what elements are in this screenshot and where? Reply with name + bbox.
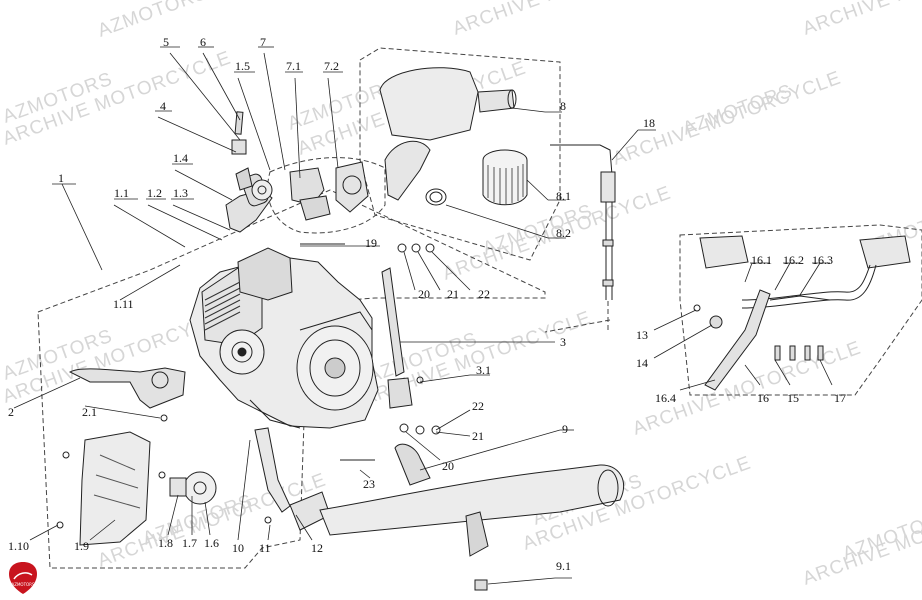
callout-1-3: 1.3 bbox=[173, 186, 188, 200]
callout-5: 5 bbox=[163, 35, 169, 49]
callout-16-4: 16.4 bbox=[655, 391, 676, 405]
bolts-17 bbox=[774, 345, 824, 361]
callout-23: 23 bbox=[363, 477, 375, 491]
exhaust-bracket bbox=[394, 443, 431, 486]
callout-22b: 22 bbox=[472, 399, 484, 413]
footrest-bar bbox=[741, 264, 871, 301]
callout-1-11: 1.11 bbox=[113, 297, 134, 311]
fuel-tap bbox=[550, 144, 616, 300]
carb-float-bowl bbox=[299, 195, 331, 221]
callout-15: 15 bbox=[787, 391, 799, 405]
logo-text: AZMOTORS bbox=[12, 582, 35, 587]
leader-lines bbox=[13, 46, 833, 585]
header-pipe bbox=[254, 427, 291, 513]
callout-1: 1 bbox=[58, 171, 64, 185]
callout-8-2: 8.2 bbox=[556, 226, 571, 240]
callout-20b: 20 bbox=[442, 459, 454, 473]
callout-7-1: 7.1 bbox=[286, 59, 301, 73]
callout-1-1: 1.1 bbox=[114, 186, 129, 200]
brand-logo: AZMOTORS bbox=[9, 562, 37, 594]
callout-16-1: 16.1 bbox=[751, 253, 772, 267]
callout-14: 14 bbox=[636, 356, 648, 370]
callout-1-5: 1.5 bbox=[235, 59, 250, 73]
air-filter-element bbox=[482, 149, 528, 206]
exhaust-system bbox=[254, 427, 625, 591]
drive-sprocket bbox=[183, 471, 217, 505]
callout-7-2: 7.2 bbox=[324, 59, 339, 73]
stand-parts bbox=[699, 235, 911, 391]
drive-parts bbox=[79, 431, 217, 546]
callout-1-2: 1.2 bbox=[147, 186, 162, 200]
stand-spring bbox=[769, 295, 831, 301]
callout-22a: 22 bbox=[478, 287, 490, 301]
footpeg-left bbox=[699, 235, 749, 269]
gear-shift-lever bbox=[68, 367, 186, 409]
heat-shield-mount bbox=[465, 511, 489, 557]
callout-3: 3 bbox=[560, 335, 566, 349]
callout-16: 16 bbox=[757, 391, 769, 405]
intake-parts bbox=[225, 111, 369, 233]
callout-21b: 21 bbox=[472, 429, 484, 443]
callout-10: 10 bbox=[232, 541, 244, 555]
callout-16-2: 16.2 bbox=[783, 253, 804, 267]
cylinder-fins bbox=[204, 281, 241, 331]
callout-11: 11 bbox=[259, 541, 271, 555]
air-filter-parts bbox=[379, 67, 528, 206]
sprocket-cover bbox=[79, 431, 151, 546]
spark-cap bbox=[235, 167, 253, 191]
footpeg-right bbox=[859, 235, 911, 269]
callout-1-10: 1.10 bbox=[8, 539, 29, 553]
side-stand bbox=[704, 289, 771, 391]
callout-2: 2 bbox=[8, 405, 14, 419]
valve-bolt bbox=[234, 111, 244, 135]
callout-8-1: 8.1 bbox=[556, 189, 571, 203]
air-box bbox=[379, 67, 479, 141]
callout-1-7: 1.7 bbox=[182, 536, 197, 550]
callout-1-6: 1.6 bbox=[204, 536, 219, 550]
callout-1-9: 1.9 bbox=[74, 539, 89, 553]
exhaust-nut bbox=[474, 579, 488, 591]
sprocket-plate bbox=[169, 477, 187, 497]
callout-3-1: 3.1 bbox=[476, 363, 491, 377]
callout-8: 8 bbox=[560, 99, 566, 113]
callout-21a: 21 bbox=[447, 287, 459, 301]
stand-group-outline bbox=[679, 224, 922, 396]
clamp-part bbox=[231, 139, 247, 155]
fasteners bbox=[56, 243, 701, 529]
callout-7: 7 bbox=[260, 35, 266, 49]
callout-9: 9 bbox=[562, 422, 568, 436]
callout-16-3: 16.3 bbox=[812, 253, 833, 267]
fuel-line-outline bbox=[544, 300, 611, 333]
muffler bbox=[319, 464, 625, 536]
cylinder-head bbox=[237, 247, 293, 301]
engine-assembly bbox=[189, 247, 379, 429]
callout-4: 4 bbox=[160, 99, 166, 113]
callout-20a: 20 bbox=[418, 287, 430, 301]
callout-6: 6 bbox=[200, 35, 206, 49]
kickstarter bbox=[381, 267, 405, 377]
carb-throttle bbox=[335, 161, 369, 213]
callout-9-1: 9.1 bbox=[556, 559, 571, 573]
intake-hose bbox=[384, 140, 431, 201]
levers bbox=[68, 267, 413, 409]
stand-pivot bbox=[709, 315, 723, 329]
callout-17: 17 bbox=[834, 391, 846, 405]
callout-1-4: 1.4 bbox=[173, 151, 188, 165]
callout-1-8: 1.8 bbox=[158, 536, 173, 550]
callout-13: 13 bbox=[636, 328, 648, 342]
callout-19: 19 bbox=[365, 236, 377, 250]
callout-18: 18 bbox=[643, 116, 655, 130]
hose-clamp bbox=[425, 188, 447, 206]
callout-12: 12 bbox=[311, 541, 323, 555]
carburetor-group-outline bbox=[267, 157, 386, 234]
callout-2-1: 2.1 bbox=[82, 405, 97, 419]
